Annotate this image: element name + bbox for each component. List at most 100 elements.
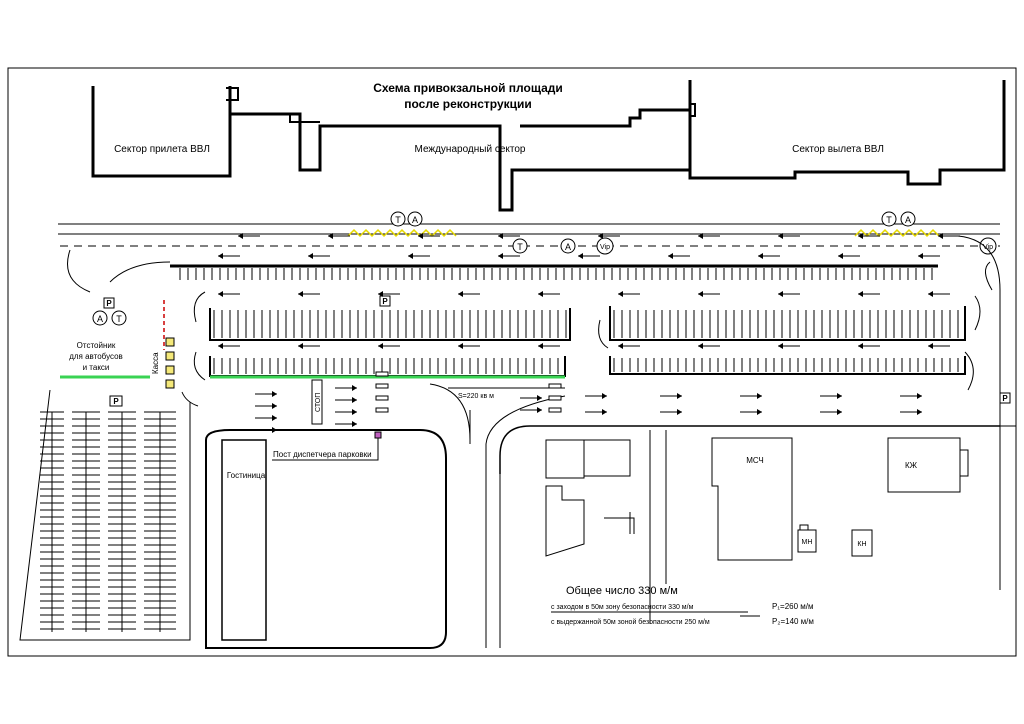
arrow-icon xyxy=(298,343,303,349)
arrow-icon xyxy=(238,233,243,239)
bus-stand-label-2: для автобусов xyxy=(69,352,123,361)
arrow-icon xyxy=(938,233,943,239)
parking-row-middle-right xyxy=(613,310,959,338)
summary-without-zone-value: P₂=140 м/м xyxy=(772,617,814,626)
mn-label: МН xyxy=(802,539,813,546)
arrow-icon xyxy=(917,409,922,415)
parking-block-4 xyxy=(609,356,966,375)
title-line-2: после реконструкции xyxy=(404,97,532,111)
left-lot-outline xyxy=(19,389,191,641)
parking-row-middle-left xyxy=(213,310,567,338)
hotel-building xyxy=(221,439,267,641)
summary-without-zone: с выдержанной 50м зоной безопасности 250… xyxy=(551,618,710,626)
bus-stand-label-1: Отстойник xyxy=(77,341,116,350)
hotel-label: Гостиница xyxy=(227,471,266,480)
svg-text:T: T xyxy=(517,242,523,252)
arrow-icon xyxy=(917,393,922,399)
arrow-icon xyxy=(352,421,357,427)
svg-text:P: P xyxy=(382,297,388,306)
arrow-icon xyxy=(858,343,863,349)
terminal-building xyxy=(91,80,1006,212)
arrow-icon xyxy=(598,233,603,239)
parking-icon: P xyxy=(379,295,391,307)
arrow-icon xyxy=(602,393,607,399)
arrow-icon xyxy=(778,233,783,239)
svg-text:A: A xyxy=(905,215,911,225)
arrow-icon xyxy=(778,343,783,349)
summary-total: Общее число 330 м/м xyxy=(566,585,678,597)
hotel-block-outline xyxy=(205,429,447,649)
arrow-icon xyxy=(218,291,223,297)
service-buildings xyxy=(485,425,1000,648)
dispatcher-post-marker xyxy=(374,431,382,439)
arrow-icon xyxy=(458,343,463,349)
parking-icon: P xyxy=(103,297,115,309)
parking-block-2 xyxy=(609,306,966,341)
kn-label: КН xyxy=(857,541,866,548)
arrow-icon xyxy=(408,253,413,259)
svg-text:A: A xyxy=(565,242,571,252)
svg-text:A: A xyxy=(412,215,418,225)
parking-block-1 xyxy=(209,308,571,341)
kzh-label: КЖ xyxy=(905,461,918,470)
arrow-icon xyxy=(698,343,703,349)
plan-frame xyxy=(7,67,1017,657)
arrow-icon xyxy=(757,409,762,415)
vip-icon: Vip xyxy=(596,237,614,255)
svg-text:Vip: Vip xyxy=(600,244,610,251)
parking-row-top-right xyxy=(213,358,559,374)
arrow-icon xyxy=(537,407,542,413)
arrow-icon xyxy=(538,343,543,349)
arrow-icon xyxy=(418,233,423,239)
summary-with-zone: с заходом в 50м зону безопасности 330 м/… xyxy=(551,603,694,611)
bus-stand-label-3: и такси xyxy=(83,363,110,372)
arrow-icon xyxy=(578,253,583,259)
taxi-icon: T xyxy=(390,211,406,227)
crosswalk-left xyxy=(347,228,457,238)
stop-booth xyxy=(311,379,323,425)
svg-text:T: T xyxy=(116,314,122,324)
svg-text:T: T xyxy=(886,215,892,225)
parking-lot-left xyxy=(40,358,959,632)
bus-icon: A xyxy=(900,211,916,227)
taxi-icon: T xyxy=(881,211,897,227)
arrow-icon xyxy=(918,253,923,259)
sector-departure-label: Сектор вылета ВВЛ xyxy=(792,144,884,155)
access-roads xyxy=(67,235,1016,590)
arrow-icon xyxy=(677,409,682,415)
arrow-icon xyxy=(928,291,933,297)
arrow-icon xyxy=(298,291,303,297)
svg-text:Vip: Vip xyxy=(983,244,993,251)
barrier-gates xyxy=(375,371,562,413)
cashier-booths xyxy=(165,337,175,389)
mchs-label: МСЧ xyxy=(746,456,764,465)
arrow-icon xyxy=(272,391,277,397)
crosswalk-right xyxy=(854,228,940,238)
bus-icon: A xyxy=(407,211,423,227)
bus-icon: A xyxy=(560,238,576,254)
arrow-icon xyxy=(858,291,863,297)
svg-text:T: T xyxy=(395,215,401,225)
arrow-icon xyxy=(668,253,673,259)
arrow-icon xyxy=(698,233,703,239)
arrow-icon xyxy=(618,343,623,349)
summary-with-zone-value: P₁=260 м/м xyxy=(772,602,814,611)
svg-text:P: P xyxy=(106,299,112,308)
vip-icon: Vip xyxy=(979,237,997,255)
svg-text:A: A xyxy=(97,314,103,324)
arrow-icon xyxy=(618,291,623,297)
arrow-icon xyxy=(757,393,762,399)
arrow-icon xyxy=(328,233,333,239)
arrow-icon xyxy=(352,409,357,415)
arrow-icon xyxy=(837,393,842,399)
arrow-icon xyxy=(308,253,313,259)
parking-icon: P xyxy=(109,395,123,407)
arrow-icon xyxy=(837,409,842,415)
arrow-icon xyxy=(498,253,503,259)
arrow-icon xyxy=(498,233,503,239)
arrow-icon xyxy=(218,343,223,349)
arrow-icon xyxy=(352,385,357,391)
dispatcher-post-label: Пост диспетчера парковки xyxy=(273,450,372,459)
arrow-icon xyxy=(458,291,463,297)
